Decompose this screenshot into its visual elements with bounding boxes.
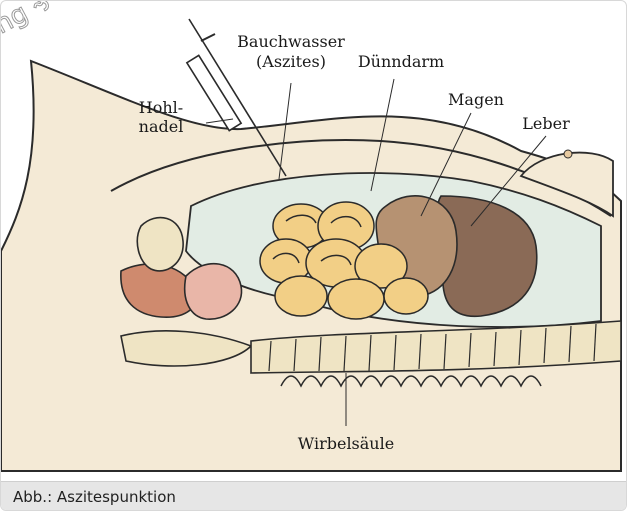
ascites-label-line2: (Aszites)	[256, 52, 326, 71]
small-intestine-label: Dünndarm	[358, 52, 444, 71]
nipple	[564, 150, 572, 158]
stomach-label: Magen	[448, 90, 504, 109]
watermark: ng ₰	[1, 1, 55, 40]
uterus	[185, 264, 242, 320]
needle-label-line2: nadel	[139, 117, 184, 136]
pubic-bone	[137, 218, 183, 271]
figure-caption: Abb.: Aszitespunktion	[13, 488, 176, 506]
ascites-puncture-illustration: ng ₰	[1, 1, 627, 479]
liver-label: Leber	[522, 114, 570, 133]
spine-label: Wirbelsäule	[298, 434, 394, 453]
needle-label-line1: Hohl-	[139, 98, 183, 117]
ascites-label-line1: Bauchwasser	[237, 32, 345, 51]
caption-bar: Abb.: Aszitespunktion	[1, 481, 627, 511]
